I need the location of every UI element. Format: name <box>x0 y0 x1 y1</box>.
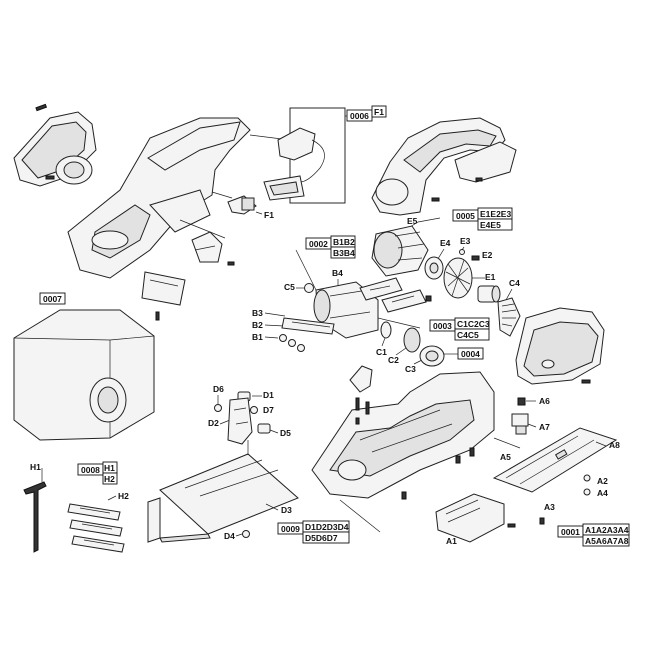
callout-A7: A7 <box>539 422 550 432</box>
callout-C3: C3 <box>405 364 416 374</box>
callout-D7: D7 <box>263 405 274 415</box>
callout-E3: E3 <box>460 236 471 246</box>
rear-shoe-part <box>435 493 505 543</box>
kit-items-0008-row1: H1 <box>104 463 115 473</box>
callout-C5: C5 <box>284 282 295 292</box>
callout-A5: A5 <box>500 452 511 462</box>
callout-D6: D6 <box>213 384 224 394</box>
kit-code-0003: 0003 <box>433 321 452 331</box>
kit-items-0009-row2: D5D6D7 <box>305 533 338 543</box>
chip-flap-part <box>141 271 186 306</box>
callout-C1: C1 <box>376 347 387 357</box>
drive-belt-part <box>497 297 521 337</box>
callout-E4: E4 <box>440 238 451 248</box>
spare-blades-part <box>67 503 125 553</box>
callout-E1: E1 <box>485 272 496 282</box>
hex-wrench-part <box>23 481 47 553</box>
fan-bearing-part <box>424 256 444 280</box>
base-housing-part <box>311 371 495 499</box>
kit-code-0006: 0006 <box>350 111 369 121</box>
motor-part <box>371 225 429 277</box>
kit-items-0006: F1 <box>374 107 384 117</box>
kit-items-0003-row1: C1C2C3 <box>457 319 490 329</box>
kit-code-0001: 0001 <box>561 527 580 537</box>
depth-stop-part <box>511 413 529 435</box>
callout-E2: E2 <box>482 250 493 260</box>
callout-D1: D1 <box>263 390 274 400</box>
guide-bracket-part <box>227 397 253 445</box>
cable-switch-part <box>263 127 325 201</box>
callout-A6: A6 <box>539 396 550 406</box>
callout-A2: A2 <box>597 476 608 486</box>
callout-E5: E5 <box>407 216 418 226</box>
callout-C2: C2 <box>388 355 399 365</box>
callout-H2: H2 <box>118 491 129 501</box>
parallel-fence-part <box>147 453 299 543</box>
kit-code-0002: 0002 <box>309 239 328 249</box>
pulley-part <box>380 321 421 353</box>
callout-H1: H1 <box>30 462 41 472</box>
switch-part <box>227 195 257 215</box>
kit-items-0001-row1: A1A2A3A4 <box>585 525 629 535</box>
guide-screw-part <box>257 423 271 434</box>
dust-bag-part <box>13 309 155 441</box>
kit-items-0003-row2: C4C5 <box>457 330 479 340</box>
callout-A3: A3 <box>544 502 555 512</box>
handle-housing-part <box>371 117 517 216</box>
callout-B4: B4 <box>332 268 343 278</box>
kit-items-0008-row2: H2 <box>104 474 115 484</box>
kit-items-0002-row1: B1B2 <box>333 237 355 247</box>
callout-B2: B2 <box>252 320 263 330</box>
base-plate-part <box>492 427 618 493</box>
callout-A4: A4 <box>597 488 608 498</box>
callout-A1: A1 <box>446 536 457 546</box>
blade-clamp-part <box>359 277 427 313</box>
callout-C4: C4 <box>509 278 520 288</box>
belt-cover-part <box>515 307 605 385</box>
fan-part <box>443 257 473 299</box>
kit-items-0005-row1: E1E2E3 <box>480 209 511 219</box>
adjustment-knob-part <box>349 365 373 393</box>
kit-items-0009-row1: D1D2D3D4 <box>305 522 349 532</box>
side-cover-part <box>13 103 97 187</box>
main-housing-part <box>67 117 251 279</box>
callout-D2: D2 <box>208 418 219 428</box>
callout-D3: D3 <box>281 505 292 515</box>
callout-A8: A8 <box>609 440 620 450</box>
callout-B3: B3 <box>252 308 263 318</box>
kit-code-0007: 0007 <box>43 294 62 304</box>
kit-items-0001-row2: A5A6A7A8 <box>585 536 629 546</box>
kit-code-0004: 0004 <box>461 349 480 359</box>
callout-D5: D5 <box>280 428 291 438</box>
armature-part <box>477 285 501 303</box>
kit-code-0009: 0009 <box>281 524 300 534</box>
planer-blade-part <box>281 317 335 335</box>
callout-D4: D4 <box>224 531 235 541</box>
kit-code-0008: 0008 <box>81 465 100 475</box>
kit-items-0005-row2: E4E5 <box>480 220 501 230</box>
kit-code-0005: 0005 <box>456 211 475 221</box>
callout-B1: B1 <box>252 332 263 342</box>
callout-F1: F1 <box>264 210 274 220</box>
kit-items-0002-row2: B3B4 <box>333 248 355 258</box>
screw-set-part <box>279 334 305 352</box>
gear-wheel-part <box>419 345 445 367</box>
bracket-part <box>191 231 223 263</box>
